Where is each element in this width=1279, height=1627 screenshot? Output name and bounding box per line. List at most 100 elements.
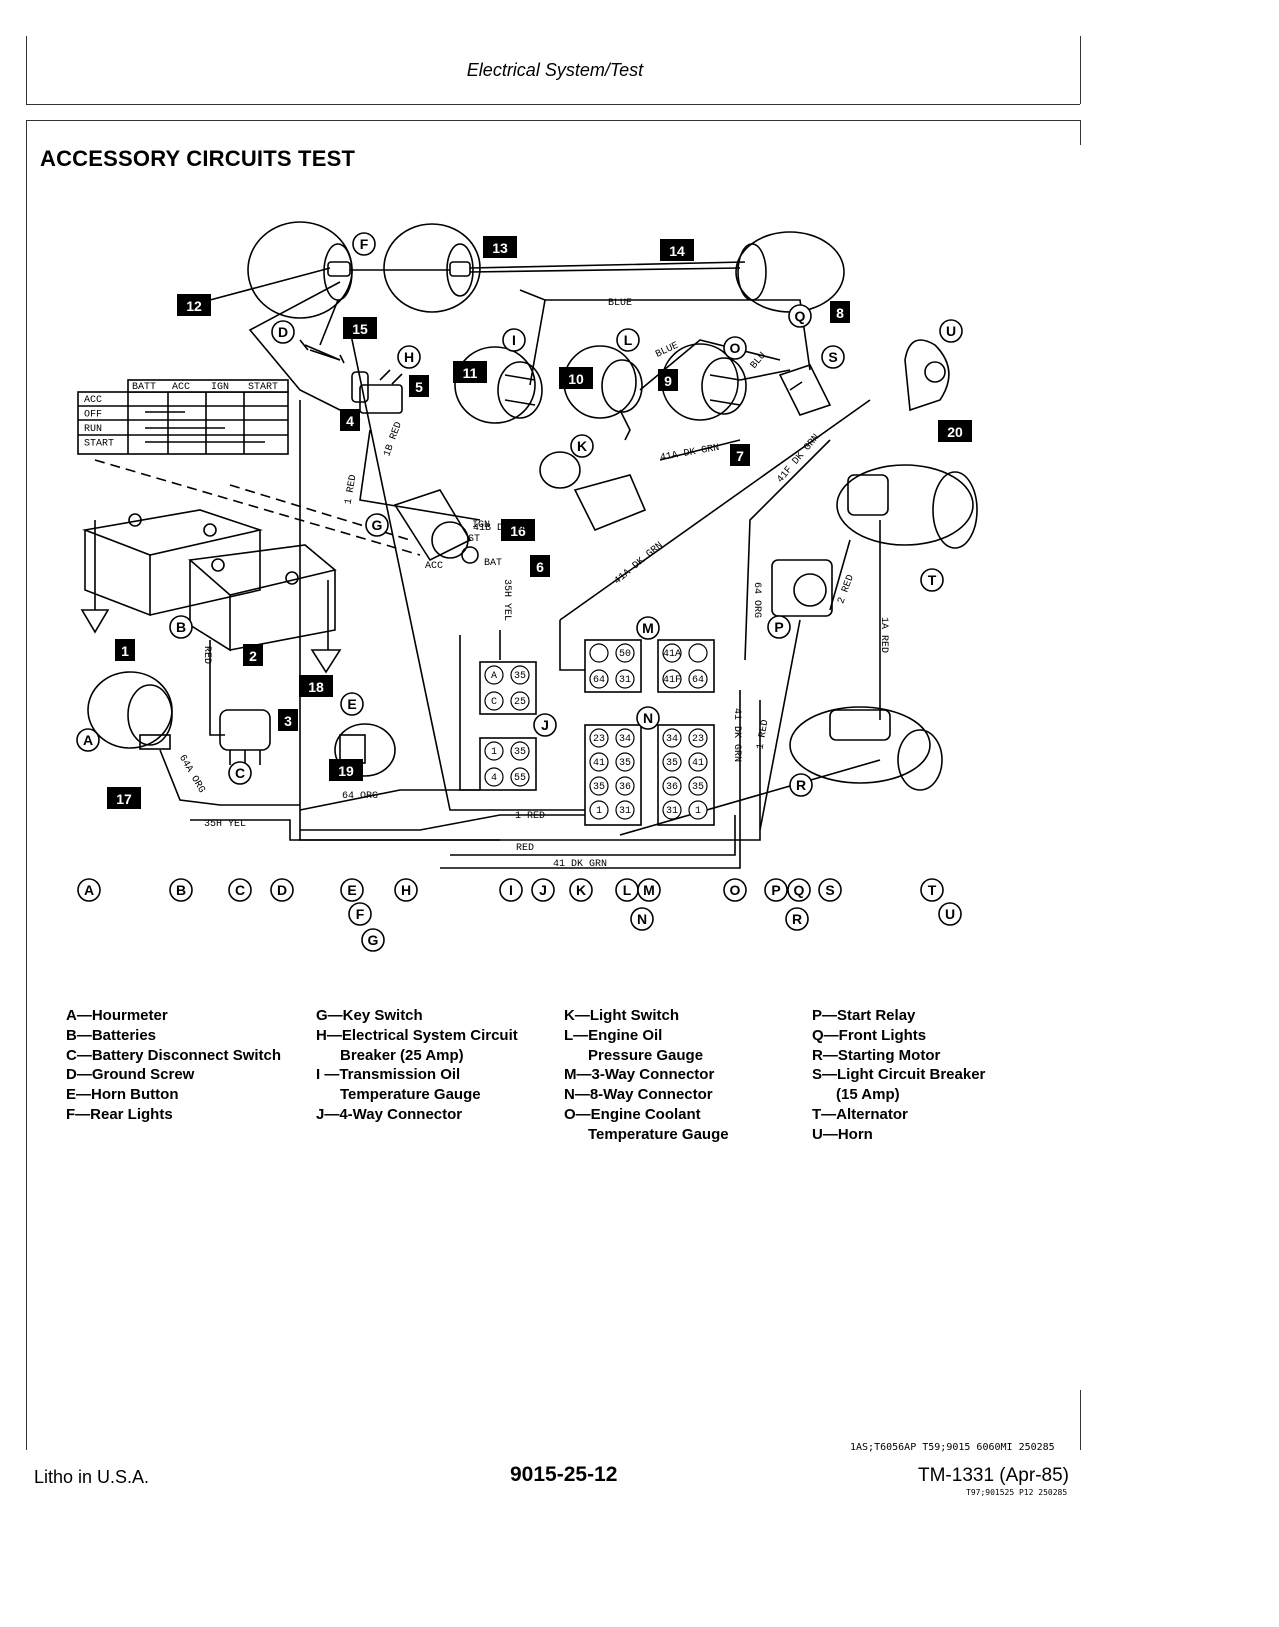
svg-text:L: L [623,882,632,898]
svg-text:17: 17 [116,791,132,807]
svg-text:1: 1 [491,747,497,758]
letter-callout-r: R [789,773,813,797]
legend-n: N—8-Way Connector [564,1086,713,1104]
legend-e: E—Horn Button [66,1086,179,1104]
svg-text:36: 36 [619,782,631,793]
svg-text:N: N [637,911,647,927]
bottom-letter-c: C [228,878,252,902]
hourmeter [87,671,173,750]
section-title: ACCESSORY CIRCUITS TEST [40,146,356,171]
svg-text:C: C [235,882,245,898]
connector-m-left-terminal: 64 [589,669,609,689]
legend-column-2: G—Key Switch H—Electrical System Circuit… [316,1006,518,1125]
legend-m: M—3-Way Connector [564,1066,715,1084]
content-box-right [1080,120,1081,145]
bottom-letter-h: H [394,878,418,902]
wire-label-w41f: 41F DK GRN [775,433,822,486]
footer-litho: Litho in U.S.A. [34,1467,150,1487]
bottom-letter-l: L [615,878,639,902]
legend-o-cont: Temperature Gauge [588,1125,729,1143]
letter-callout-f: F [352,232,376,256]
svg-text:50: 50 [619,649,631,660]
connector-m-right-terminal: 41F [662,669,682,689]
svg-text:S: S [825,882,834,898]
svg-text:I: I [512,332,516,348]
legend-l-cont: Pressure Gauge [588,1046,704,1064]
letter-callout-t: T [920,568,944,592]
ground-symbol-right [310,649,342,674]
switch-table-header: BATT [132,382,156,393]
connector-j-bottom-terminal: 4 [484,767,504,787]
footer-page-number: 9015-25-12 [510,1463,618,1486]
legend-column-4: P—Start Relay Q—Front Lights R—Starting … [812,1006,985,1145]
svg-text:G: G [372,517,383,533]
bottom-letter-j: J [531,878,555,902]
header-rule-left [26,36,27,104]
svg-text:H: H [404,349,414,365]
legend-column-1: A—Hourmeter B—Batteries C—Battery Discon… [66,1006,281,1125]
svg-text:R: R [796,777,806,793]
svg-text:1: 1 [596,806,602,817]
letter-callout-u: U [939,319,963,343]
svg-text:J: J [541,717,549,733]
wire-label-w1_red_right: 1 RED [756,719,772,750]
connector-n-right-terminal: 34 [662,728,682,748]
light-switch [539,451,647,532]
svg-text:1: 1 [695,806,701,817]
wire-label-w41_right: 41 DK GRN [731,708,742,762]
switch-table-header: IGN [211,382,229,393]
connector-j-bottom-terminal: 35 [510,741,530,761]
connector-n-left-terminal: 41 [589,752,609,772]
svg-text:4: 4 [491,773,497,784]
connector-n-left-terminal: 35 [615,752,635,772]
wire-label-w41b: 41B DK GRN [473,523,533,534]
key-switch [393,489,479,564]
svg-text:41F: 41F [663,675,681,686]
bottom-letter-d: D [270,878,294,902]
letter-callout-g: G [365,513,389,537]
content-box-left [26,120,27,1450]
engine-coolant-temp-gauge [661,343,747,421]
legend-q: Q—Front Lights [812,1026,927,1044]
connector-n-right-terminal: 35 [662,752,682,772]
connector-n-right-terminal: 35 [688,776,708,796]
svg-text:23: 23 [692,734,704,745]
svg-text:A: A [491,671,497,682]
legend-a: A—Hourmeter [66,1007,168,1024]
rear-light-right [383,223,481,313]
switch-table-header: ACC [172,382,190,393]
bottom-letter-s: S [818,878,842,902]
svg-text:16: 16 [510,523,526,539]
wire-label-w35h_bottom: 35H YEL [204,819,246,830]
legend-column-3: K—Light Switch L—Engine Oil Pressure Gau… [564,1006,729,1145]
connector-m-left-terminal: 50 [615,643,635,663]
callout-7: 7 [730,444,750,466]
connector-m-right-terminal: 64 [688,669,708,689]
ground-screw [299,339,345,364]
svg-text:M: M [642,620,654,636]
svg-text:P: P [774,619,783,635]
svg-text:8: 8 [836,305,844,321]
callout-6: 6 [530,555,550,577]
starting-motor [789,706,943,791]
batteries [82,509,337,652]
legend-d: D—Ground Screw [66,1066,195,1084]
bottom-letter-u: U [938,902,962,926]
letter-callout-i: I [502,328,526,352]
svg-text:35: 35 [593,782,605,793]
figure-reference: 1AS;T6056AP T59;9015 6060MI 250285 [850,1442,1055,1453]
connector-n-right-terminal: 23 [688,728,708,748]
svg-text:F: F [360,236,369,252]
connector-m-left-terminal: 31 [615,669,635,689]
legend-b: B—Batteries [66,1026,157,1044]
letter-callout-o: O [723,336,747,360]
letter-callout-a: A [76,728,100,752]
connector-n-left-terminal: 1 [589,800,609,820]
letter-callout-p: P [767,615,791,639]
wire-label-w41a_mid: 41A DK GRN [613,540,666,587]
connector-n-left-terminal: 23 [589,728,609,748]
connector-n-right-terminal: 41 [688,752,708,772]
svg-text:B: B [176,619,186,635]
connector-n-left-terminal: 34 [615,728,635,748]
